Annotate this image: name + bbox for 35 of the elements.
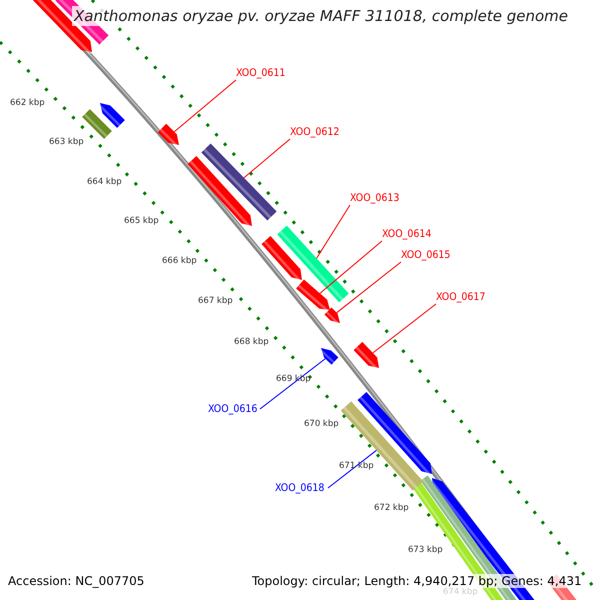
tick-label: 664 kbp bbox=[87, 177, 122, 187]
tick-label: 667 kbp bbox=[198, 296, 233, 306]
tick-label: 673 kbp bbox=[408, 545, 443, 555]
leader-line bbox=[336, 262, 402, 314]
leader-line bbox=[243, 138, 290, 178]
gene-feature bbox=[354, 342, 379, 370]
tick-label: 666 kbp bbox=[162, 256, 197, 266]
gene-feature bbox=[324, 307, 340, 326]
gene-feature bbox=[201, 143, 277, 221]
tick-label: 671 kbp bbox=[339, 461, 374, 471]
gene-feature bbox=[319, 348, 338, 365]
leader-line bbox=[319, 240, 382, 294]
gene-label: XOO_0615 bbox=[401, 249, 450, 261]
tick-label: 662 kbp bbox=[10, 98, 45, 108]
leader-line bbox=[372, 304, 436, 354]
gene-feature bbox=[158, 124, 179, 148]
gene-label: XOO_0618 bbox=[275, 482, 324, 494]
gene-label: XOO_0617 bbox=[436, 291, 486, 303]
leader-line bbox=[260, 358, 326, 410]
tick-label: 668 kbp bbox=[234, 337, 269, 347]
gene-label: XOO_0613 bbox=[350, 192, 400, 204]
gene-label: XOO_0614 bbox=[382, 228, 432, 240]
gene-feature bbox=[340, 401, 424, 491]
accession-text: Accession: NC_007705 bbox=[8, 574, 144, 588]
tick-label: 672 kbp bbox=[374, 503, 409, 513]
leader-line bbox=[174, 80, 236, 132]
gene-feature bbox=[277, 226, 349, 302]
leader-line bbox=[316, 204, 350, 259]
gene-feature bbox=[296, 279, 330, 313]
gene-label: XOO_0612 bbox=[290, 126, 340, 138]
tick-label: 663 kbp bbox=[49, 137, 84, 147]
leader-line bbox=[328, 450, 377, 488]
gene-label: XOO_0616 bbox=[208, 403, 258, 415]
gene-label: XOO_0611 bbox=[236, 67, 286, 79]
tick-label: 665 kbp bbox=[124, 216, 159, 226]
